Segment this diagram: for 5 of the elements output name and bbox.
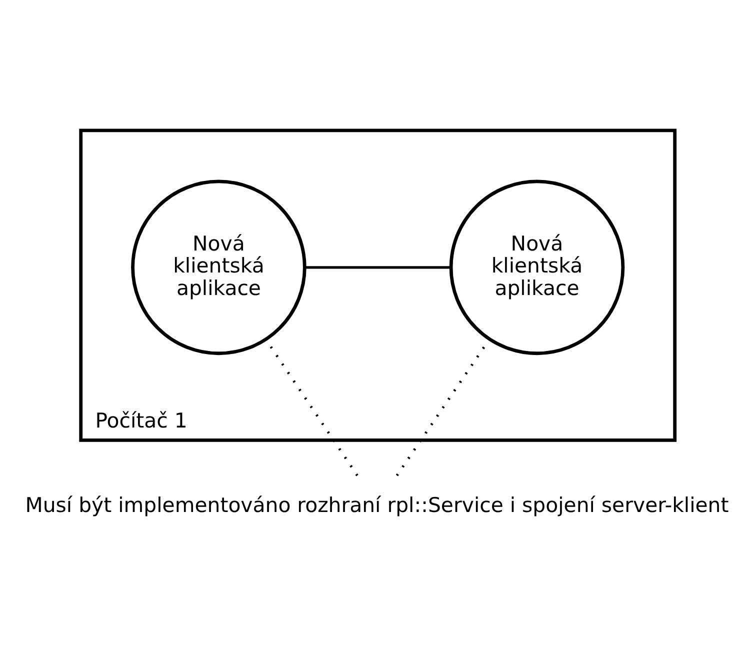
node-text: Musí být implementováno rozhraní rpl::Service i spojení server-klient xyxy=(25,492,729,516)
connector xyxy=(396,338,490,476)
node-circle: Nová klientská aplikace xyxy=(131,179,306,355)
connector xyxy=(305,266,451,268)
node-circle: Nová klientská aplikace xyxy=(449,179,625,355)
